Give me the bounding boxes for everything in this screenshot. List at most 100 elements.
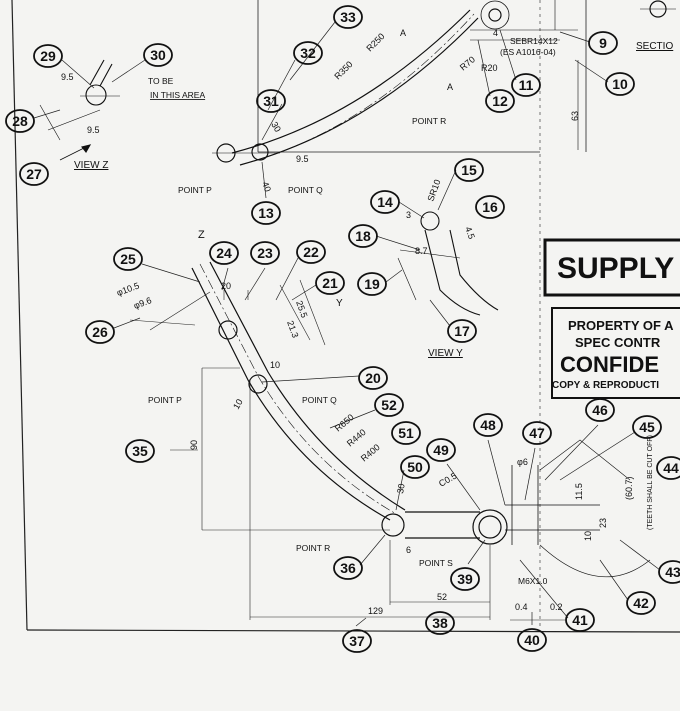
balloon-25: 25 — [113, 247, 143, 271]
balloon-circle — [315, 271, 345, 295]
balloon-circle — [251, 201, 281, 225]
balloon-41: 41 — [565, 608, 595, 632]
balloon-number: 12 — [492, 93, 508, 109]
balloon-number: 35 — [132, 443, 148, 459]
balloon-number: 28 — [12, 113, 28, 129]
drawing-label: IN THIS AREA — [150, 90, 205, 100]
side-note: (TEETH SHALL BE CUT OFF) — [647, 435, 654, 530]
balloon-13: 13 — [251, 201, 281, 225]
balloon-14: 14 — [370, 190, 400, 214]
balloon-number: 40 — [524, 632, 540, 648]
balloon-12: 12 — [485, 89, 515, 113]
balloon-number: 18 — [355, 228, 371, 244]
balloon-number: 15 — [461, 162, 477, 178]
balloon-circle — [357, 272, 387, 296]
drawing-label: A — [400, 28, 406, 38]
balloon-circle — [85, 320, 115, 344]
drawing-label: POINT R — [412, 116, 446, 126]
balloon-49: 49 — [426, 438, 456, 462]
balloon-number: 47 — [529, 425, 545, 441]
balloon-number: 22 — [303, 244, 319, 260]
dimension-text: 3 — [406, 210, 411, 220]
balloon-number: 38 — [432, 615, 448, 631]
balloon-number: 25 — [120, 251, 136, 267]
balloon-number: 36 — [340, 560, 356, 576]
balloon-number: 49 — [433, 442, 449, 458]
dimension-text: 63 — [570, 111, 580, 121]
main-tube-view — [191, 261, 651, 578]
drawing-label: Z — [198, 229, 205, 241]
balloon-36: 36 — [333, 556, 363, 580]
balloon-circle — [485, 89, 515, 113]
balloon-number: 48 — [480, 417, 496, 433]
drawing-label: POINT S — [419, 558, 453, 568]
balloon-circle — [588, 31, 618, 55]
balloon-15: 15 — [454, 158, 484, 182]
drawing-label: SECTIO — [636, 41, 673, 52]
dimension-text: 0.2 — [550, 602, 563, 612]
balloon-number: 43 — [665, 564, 680, 580]
dimension-text: 30 — [395, 483, 407, 495]
dimension-text: 9.5 — [61, 72, 74, 82]
balloon-circle — [522, 421, 552, 445]
balloon-circle — [143, 43, 173, 67]
balloon-19: 19 — [357, 272, 387, 296]
balloon-44: 44 — [656, 456, 680, 480]
balloon-number: 14 — [377, 194, 393, 210]
balloon-29: 29 — [33, 44, 63, 68]
dimension-text: 23 — [598, 518, 608, 528]
balloon-circle — [391, 421, 421, 445]
balloon-number: 24 — [216, 245, 232, 261]
dimension-text: 129 — [368, 606, 383, 616]
dimension-text: 10 — [583, 531, 593, 541]
stamp-text: CONFIDE — [560, 352, 659, 377]
balloon-number: 29 — [40, 48, 56, 64]
balloon-28: 28 — [5, 109, 35, 133]
balloon-24: 24 — [209, 241, 239, 265]
balloon-number: 33 — [340, 9, 356, 25]
balloon-17: 17 — [447, 319, 477, 343]
balloon-number: 26 — [92, 324, 108, 340]
stamp-boxes — [543, 238, 680, 399]
drawing-label: M6X1.0 — [518, 576, 548, 586]
drawing-label: POINT P — [148, 395, 182, 405]
balloon-number: 37 — [349, 633, 365, 649]
balloon-circle — [209, 241, 239, 265]
drawing-label: VIEW Y — [428, 348, 463, 359]
drawing-label: TO BE — [148, 76, 174, 86]
balloon-number: 31 — [263, 93, 279, 109]
balloon-circle — [605, 72, 635, 96]
dimension-lines — [129, 279, 565, 621]
balloon-number: 9 — [599, 35, 607, 51]
dimension-text: φ6 — [517, 457, 528, 467]
balloon-circle — [5, 109, 35, 133]
balloon-11: 11 — [511, 73, 541, 97]
dimension-text: 4 — [493, 28, 498, 38]
balloon-18: 18 — [348, 224, 378, 248]
balloon-circle — [511, 73, 541, 97]
balloon-number: 17 — [454, 323, 470, 339]
balloon-number: 20 — [365, 370, 381, 386]
stamp-text: SUPPLY — [557, 252, 674, 285]
balloon-number: 39 — [457, 571, 473, 587]
stamp-text: PROPERTY OF A — [568, 318, 674, 333]
drawing-label: POINT Q — [302, 395, 337, 405]
balloon-number: 21 — [322, 275, 338, 291]
balloon-number: 51 — [398, 425, 414, 441]
balloon-circle — [626, 591, 656, 615]
dimension-text: 9.5 — [87, 125, 100, 135]
drawing-label: A — [447, 82, 453, 92]
dimension-text: 0.4 — [515, 602, 528, 612]
balloon-42: 42 — [626, 591, 656, 615]
balloon-22: 22 — [296, 240, 326, 264]
dimension-text: 40 — [260, 180, 273, 193]
balloon-circle — [296, 240, 326, 264]
drawing-label: POINT R — [296, 543, 330, 553]
balloon-circle — [473, 413, 503, 437]
balloon-number: 46 — [592, 402, 608, 418]
stamp-text: SPEC CONTR — [575, 335, 661, 350]
balloon-27: 27 — [19, 162, 49, 186]
